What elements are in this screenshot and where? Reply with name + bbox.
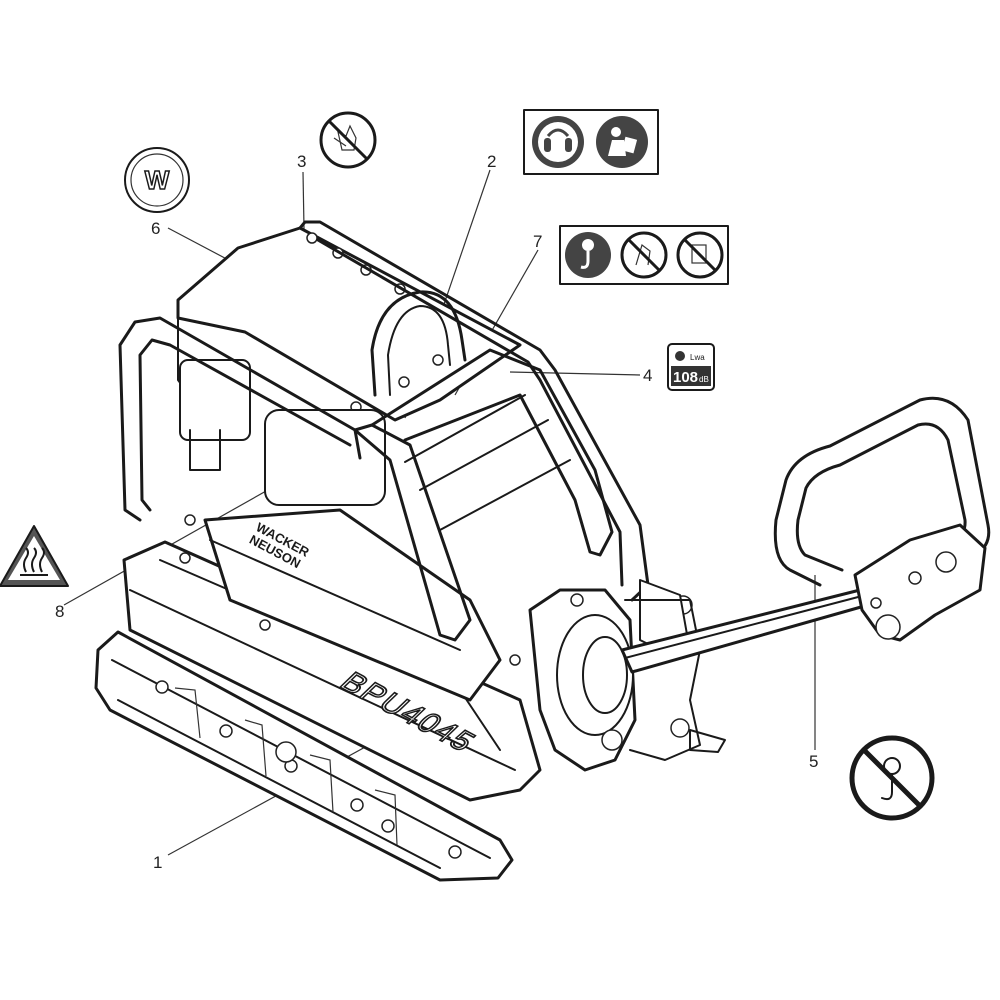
- callout-3: 3: [297, 152, 306, 171]
- handle-grip-loop: [773, 396, 991, 587]
- callout-5: 5: [809, 752, 818, 771]
- callout-2: 2: [487, 152, 496, 171]
- sound-power-icon: Lwa 108 dB: [667, 343, 715, 391]
- top-handle: [370, 290, 467, 397]
- logo-letter: W: [145, 165, 170, 195]
- callout-1: 1: [153, 853, 162, 872]
- ear-protection-icon: [532, 116, 584, 168]
- air-filter: [179, 359, 251, 441]
- callout-4: 4: [643, 366, 652, 385]
- base-bolts: [155, 680, 462, 859]
- engine-block: [264, 409, 386, 506]
- noise-unit: dB: [699, 375, 709, 384]
- roll-cage-right: [298, 220, 650, 602]
- brand-logo-icon: W: [124, 147, 190, 213]
- no-stand-icon: [676, 231, 724, 279]
- callout-7: 7: [533, 232, 542, 251]
- noise-level: 108: [673, 369, 698, 386]
- no-lift-handle-icon: [849, 735, 935, 821]
- read-manual-icon: [596, 116, 648, 168]
- base-plate: [94, 630, 514, 882]
- guide-handle: [620, 396, 991, 674]
- no-fire-icon: [319, 111, 377, 169]
- hot-surface-icon: [0, 525, 69, 587]
- callout-numbers: 1 2 3 4 5 6 7 8: [55, 152, 818, 872]
- decal-2: [523, 109, 659, 175]
- top-tank: [176, 226, 522, 422]
- no-step-icon: [620, 231, 668, 279]
- roll-cage-front: [353, 423, 472, 642]
- lift-point-icon: [565, 232, 611, 278]
- noise-symbol: Lwa: [690, 353, 705, 362]
- engine-cover: [203, 508, 502, 702]
- compactor-machine: BPU4045 WACKER NEUSON: [94, 220, 726, 882]
- decal-7: [559, 225, 729, 285]
- callout-8: 8: [55, 602, 64, 621]
- callout-6: 6: [151, 219, 160, 238]
